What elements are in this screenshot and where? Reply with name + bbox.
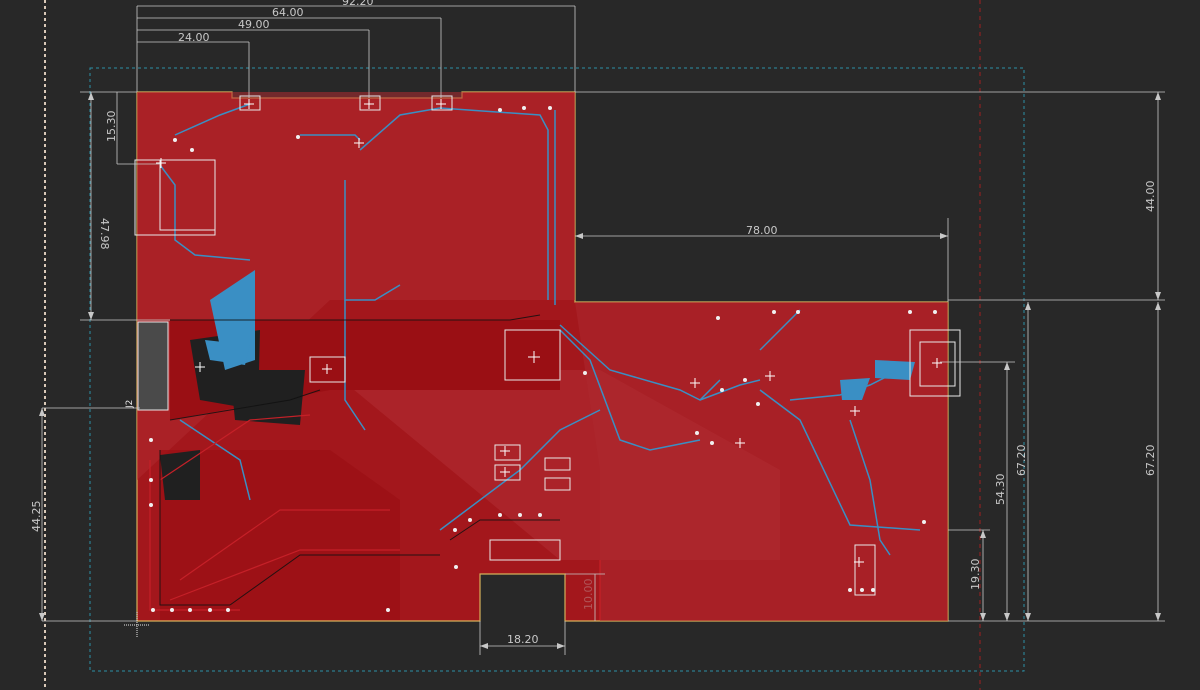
dim-left-15-30: 15.30	[105, 111, 118, 143]
bottom-copper-zone	[205, 340, 250, 365]
dim-right-67-20-inner: 67.20	[1015, 445, 1028, 477]
dim-top-64-00: 64.00	[272, 6, 304, 19]
bottom-copper-zone	[875, 360, 915, 380]
dim-bottom-10-00: 10.00	[582, 579, 595, 611]
dim-right-19-30: 19.30	[969, 559, 982, 591]
dim-right-67-20-outer: 67.20	[1144, 445, 1157, 477]
dimension-arrows	[39, 92, 1161, 649]
dim-left-47-98: 47.98	[98, 218, 111, 250]
board-bounding-box	[89, 67, 1025, 672]
component-crosses	[156, 99, 942, 567]
dim-left-44-25: 44.25	[30, 501, 43, 533]
silkscreen-components	[134, 95, 961, 596]
designator-j2: J2	[125, 400, 135, 409]
pads	[149, 106, 937, 612]
dim-top-24-00: 24.00	[178, 31, 210, 44]
copper-pour-region	[575, 302, 948, 621]
dim-mid-78-00: 78.00	[746, 224, 778, 237]
dim-right-44-00: 44.00	[1144, 181, 1157, 213]
dim-top-92-20: 92.20	[342, 0, 374, 8]
copper-pour-region	[137, 92, 575, 480]
bottom-traces	[159, 103, 921, 556]
copper-pour-dark	[160, 450, 400, 620]
pad-dark-region	[230, 370, 305, 425]
crosshair-cursor-icon	[124, 612, 150, 638]
dim-right-54-30: 54.30	[994, 474, 1007, 506]
connector-j2[interactable]	[137, 321, 169, 411]
signal-traces	[159, 314, 560, 606]
pad-dark-region	[160, 450, 200, 500]
bottom-copper-zone	[840, 378, 870, 400]
dim-bottom-18-20: 18.20	[507, 633, 539, 646]
dim-top-49-00: 49.00	[238, 18, 270, 31]
